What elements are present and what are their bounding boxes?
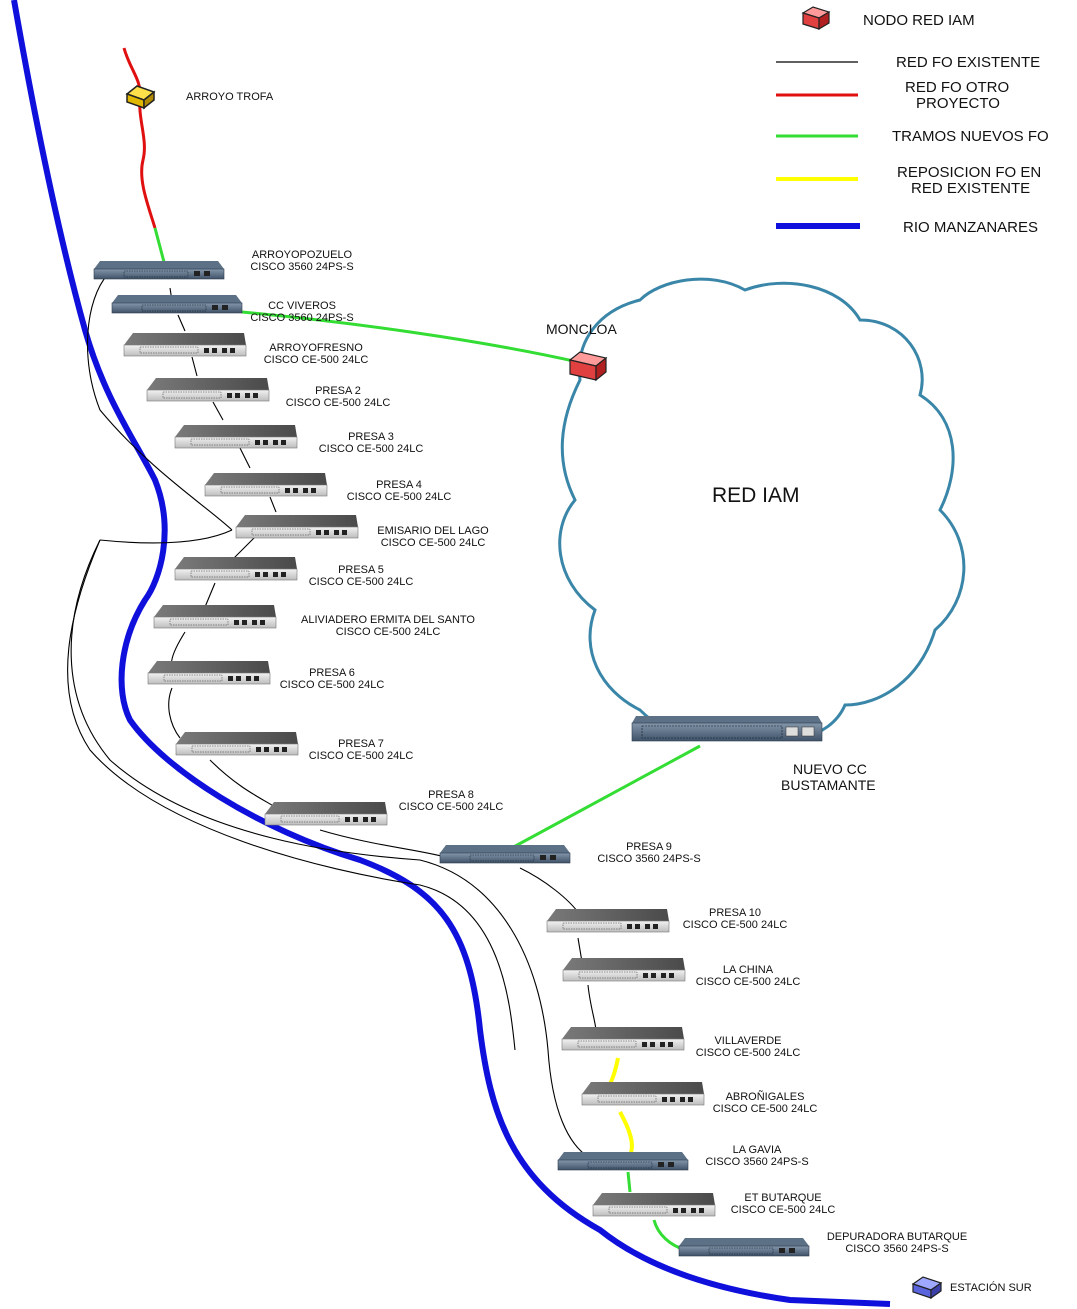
device-name-label: PRESA 3 bbox=[348, 431, 394, 443]
legend-node-label: NODO RED IAM bbox=[863, 12, 975, 29]
device-model-label: CISCO CE-500 24LC bbox=[319, 443, 424, 455]
legend-yellow-label-1: REPOSICION FO EN bbox=[897, 164, 1041, 181]
device-name-label: VILLAVERDE bbox=[714, 1035, 781, 1047]
switch-icon bbox=[146, 377, 270, 402]
replacement-fo-segments bbox=[608, 1057, 634, 1156]
moncloa-label: MONCLOA bbox=[546, 321, 617, 337]
bustamante-label-2: BUSTAMANTE bbox=[781, 777, 876, 793]
legend-node-icon bbox=[801, 6, 831, 31]
moncloa-node-icon bbox=[568, 351, 608, 382]
switch-icon bbox=[174, 556, 298, 581]
switch-icon bbox=[147, 660, 271, 685]
switch-icon bbox=[235, 514, 359, 539]
device-name-label: ABROÑIGALES bbox=[726, 1090, 805, 1103]
switch-icon bbox=[175, 731, 299, 756]
device-name-label: PRESA 6 bbox=[309, 667, 355, 679]
device-name-label: PRESA 7 bbox=[338, 738, 384, 750]
arroyo-trofa-node-icon bbox=[125, 85, 156, 110]
device-model-label: CISCO 3560 24PS-S bbox=[597, 853, 700, 865]
device-name-label: ET BUTARQUE bbox=[744, 1192, 821, 1204]
device-model-label: CISCO 3560 24PS-S bbox=[705, 1156, 808, 1168]
legend-red-label-1: RED FO OTRO bbox=[905, 79, 1009, 96]
device-model-label: CISCO CE-500 24LC bbox=[683, 919, 788, 931]
legend-green-label: TRAMOS NUEVOS FO bbox=[892, 128, 1049, 145]
device-name-label: PRESA 4 bbox=[376, 479, 422, 491]
device-model-label: CISCO 3560 24PS-S bbox=[250, 312, 353, 324]
device-name-label: PRESA 5 bbox=[338, 564, 384, 576]
switch-icon bbox=[111, 294, 243, 314]
device-model-label: CISCO CE-500 24LC bbox=[336, 626, 441, 638]
device-model-label: CISCO CE-500 24LC bbox=[309, 576, 414, 588]
device-model-label: CISCO CE-500 24LC bbox=[713, 1103, 818, 1115]
legend: NODO RED IAM RED FO EXISTENTE RED FO OTR… bbox=[776, 6, 1049, 236]
device-name-label: LA GAVIA bbox=[733, 1144, 782, 1156]
device-model-label: CISCO CE-500 24LC bbox=[280, 679, 385, 691]
device-model-label: CISCO 3560 24PS-S bbox=[250, 261, 353, 273]
bustamante-switch-icon bbox=[631, 715, 823, 742]
device-model-label: CISCO CE-500 24LC bbox=[731, 1204, 836, 1216]
switch-icon bbox=[592, 1192, 716, 1217]
switch-icon bbox=[581, 1081, 705, 1106]
device-name-label: DEPURADORA BUTARQUE bbox=[827, 1231, 967, 1243]
legend-red-label-2: PROYECTO bbox=[916, 95, 1000, 112]
device-model-label: CISCO CE-500 24LC bbox=[347, 491, 452, 503]
estacion-sur-label: ESTACIÓN SUR bbox=[950, 1281, 1032, 1294]
legend-yellow-label-2: RED EXISTENTE bbox=[911, 180, 1030, 197]
device-name-label: PRESA 9 bbox=[626, 841, 672, 853]
device-name-label: PRESA 10 bbox=[709, 907, 761, 919]
switch-icon bbox=[153, 604, 277, 629]
switch-icon bbox=[562, 957, 686, 982]
cloud-label: RED IAM bbox=[712, 484, 800, 507]
switch-icon bbox=[123, 332, 247, 357]
device-name-label: PRESA 2 bbox=[315, 385, 361, 397]
device-model-label: CISCO CE-500 24LC bbox=[264, 354, 369, 366]
estacion-sur-node-icon bbox=[911, 1276, 943, 1300]
arroyo-trofa-label: ARROYO TROFA bbox=[186, 91, 274, 103]
legend-black-label: RED FO EXISTENTE bbox=[896, 54, 1040, 71]
device-model-label: CISCO 3560 24PS-S bbox=[845, 1243, 948, 1255]
device-name-label: PRESA 8 bbox=[428, 789, 474, 801]
device-name-label: LA CHINA bbox=[723, 964, 774, 976]
switch-icon bbox=[561, 1026, 685, 1051]
river-manzanares bbox=[11, 0, 891, 1307]
red-iam-cloud bbox=[558, 277, 966, 741]
switch-icon bbox=[93, 260, 225, 280]
switch-icon bbox=[678, 1237, 810, 1257]
switch-icon bbox=[439, 844, 571, 864]
switch-icon bbox=[174, 424, 298, 449]
device-name-label: ALIVIADERO ERMITA DEL SANTO bbox=[301, 614, 475, 626]
device-model-label: CISCO CE-500 24LC bbox=[309, 750, 414, 762]
device-model-label: CISCO CE-500 24LC bbox=[381, 537, 486, 549]
device-model-label: CISCO CE-500 24LC bbox=[696, 976, 801, 988]
switch-icon bbox=[264, 801, 388, 826]
device-model-label: CISCO CE-500 24LC bbox=[696, 1047, 801, 1059]
device-name-label: ARROYOFRESNO bbox=[269, 342, 363, 354]
device-model-label: CISCO CE-500 24LC bbox=[399, 801, 504, 813]
legend-blue-label: RIO MANZANARES bbox=[903, 219, 1038, 236]
switch-icon bbox=[557, 1151, 689, 1171]
bustamante-label-1: NUEVO CC bbox=[793, 761, 867, 777]
device-labels: ARROYOPOZUELO CISCO 3560 24PS-S CC VIVER… bbox=[250, 249, 967, 1255]
device-name-label: EMISARIO DEL LAGO bbox=[377, 525, 489, 537]
red-fo-other-project bbox=[122, 47, 157, 229]
device-name-label: CC VIVEROS bbox=[268, 300, 336, 312]
device-name-label: ARROYOPOZUELO bbox=[252, 249, 353, 261]
device-icons bbox=[93, 260, 810, 1257]
switch-icon bbox=[204, 472, 328, 497]
switch-icon bbox=[546, 908, 670, 933]
device-model-label: CISCO CE-500 24LC bbox=[286, 397, 391, 409]
